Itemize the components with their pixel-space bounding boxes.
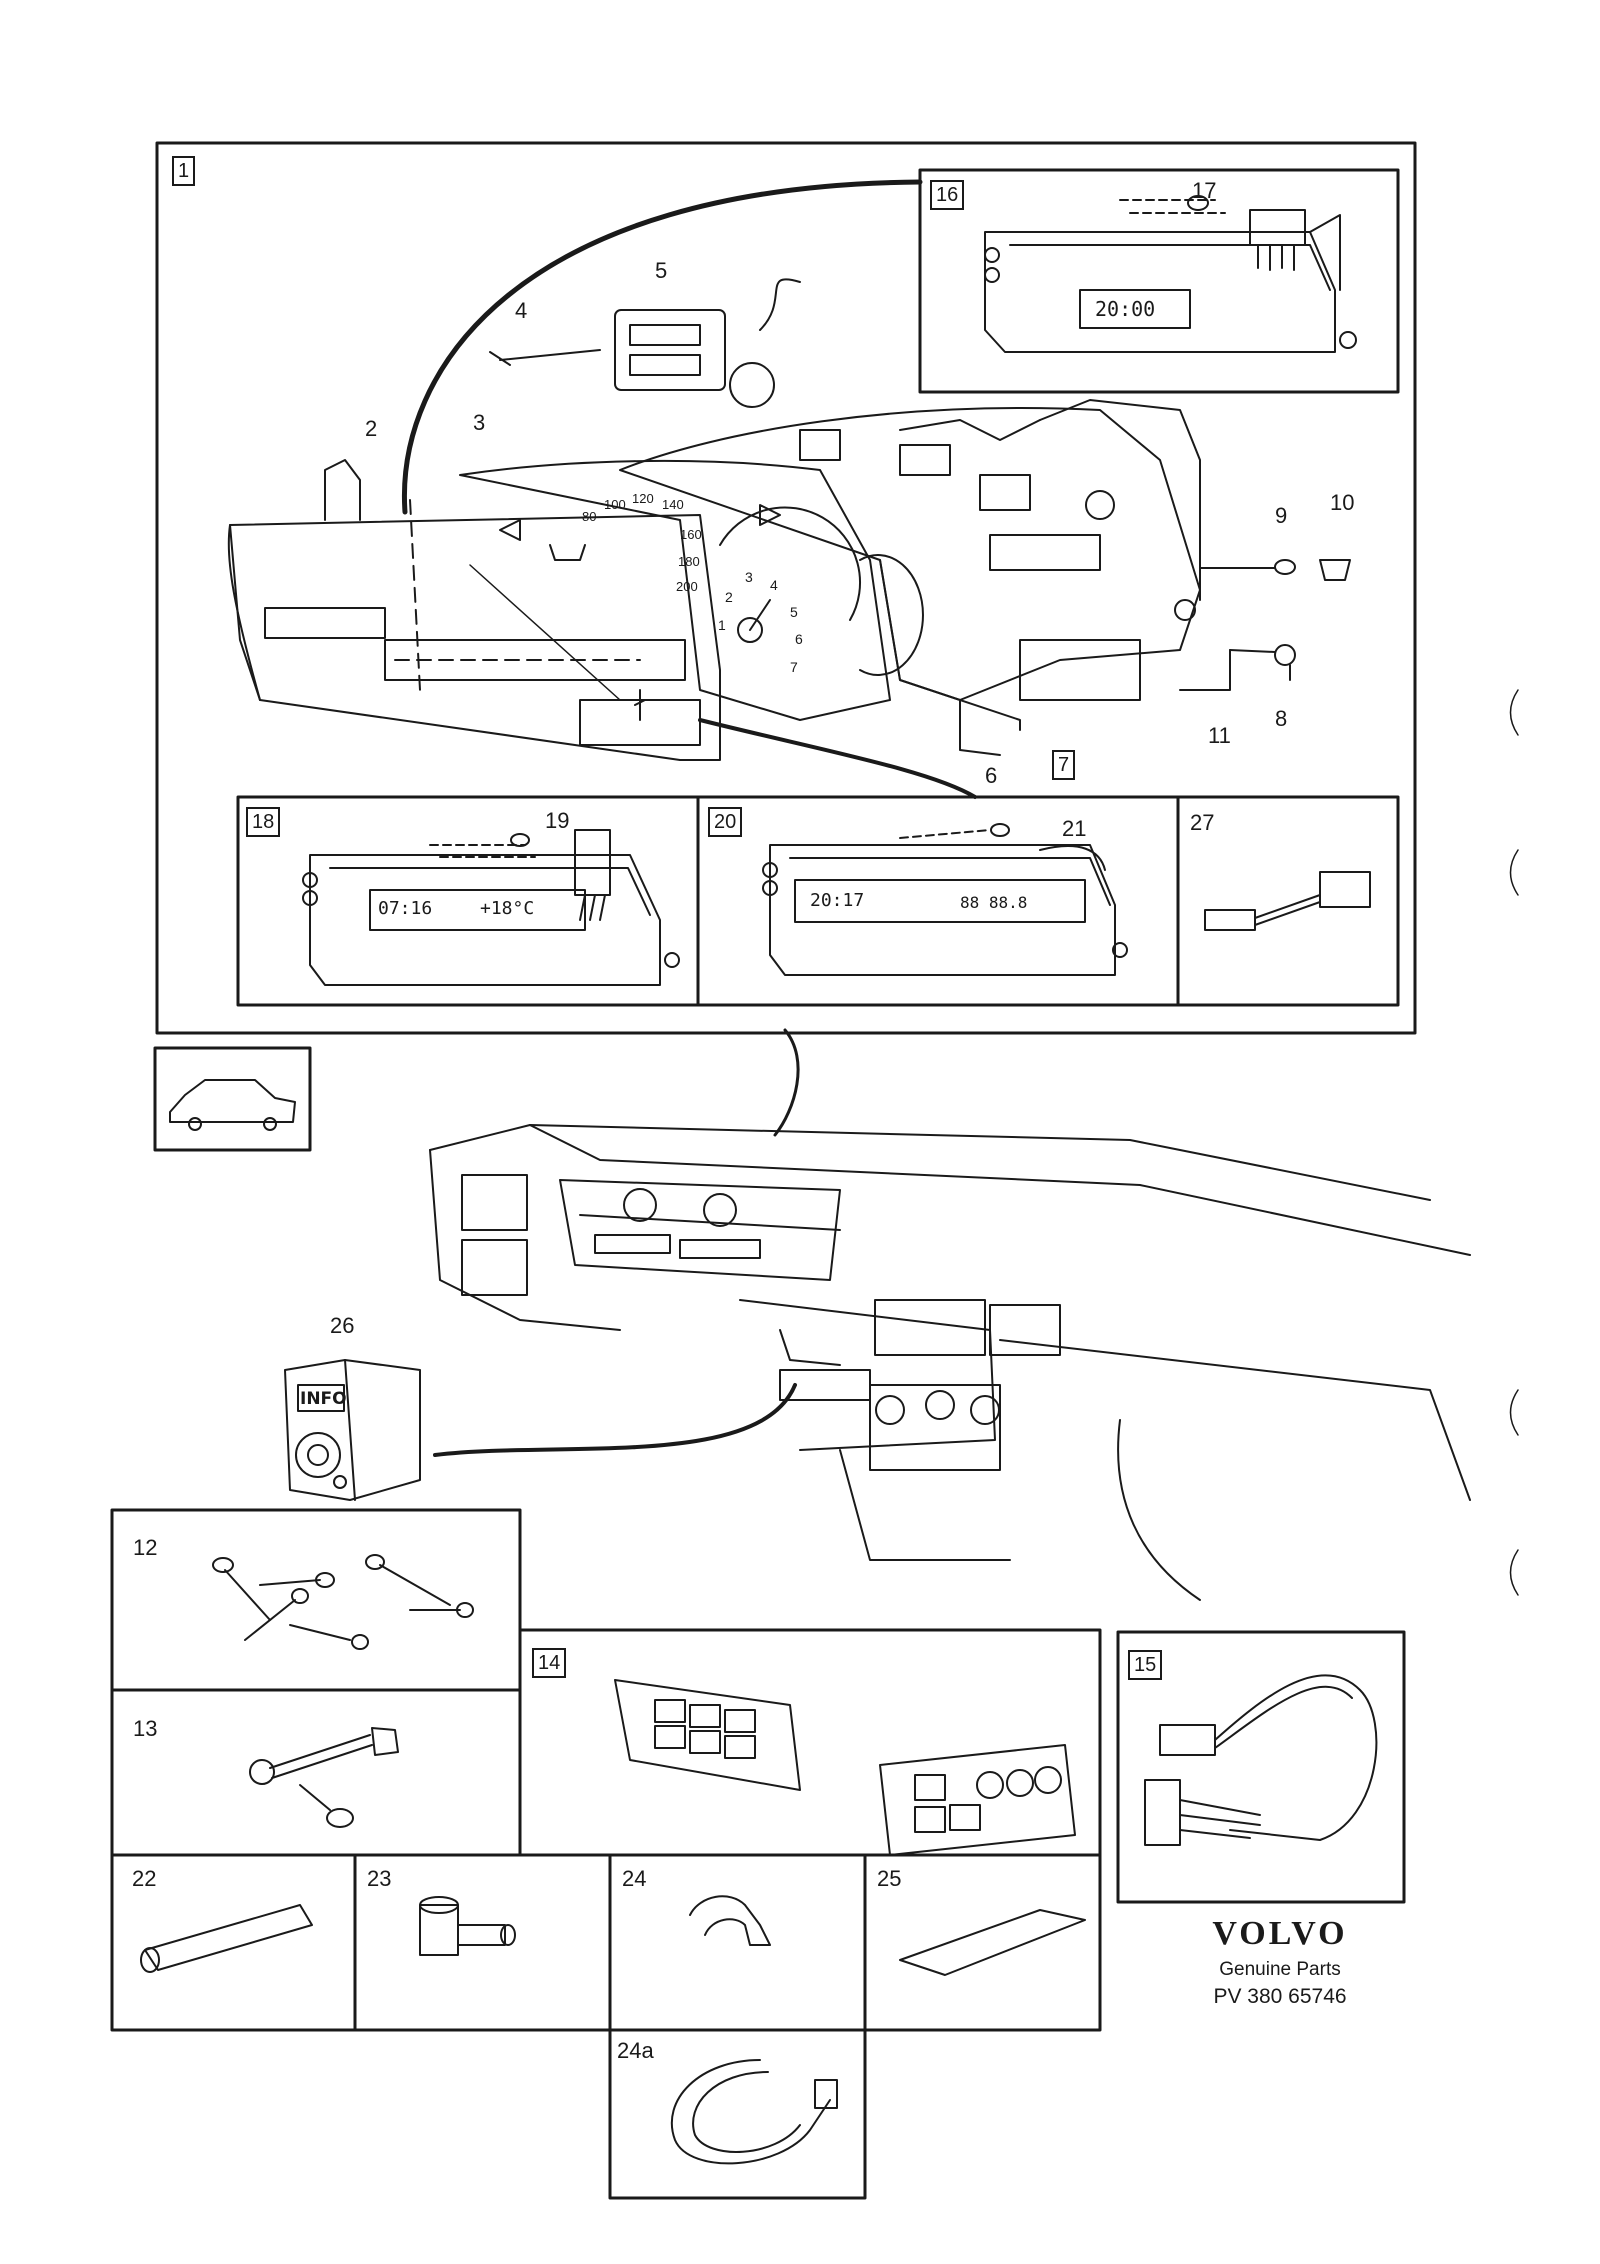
clock-display-18-temp: +18°C: [480, 898, 535, 919]
harness-lower: [698, 718, 977, 799]
callout-21: 21: [1062, 816, 1087, 841]
switch-panel-14a: [614, 1679, 801, 1791]
clock-module-20: [762, 823, 1128, 976]
cluster-housing: [227, 459, 721, 761]
frame-box-15: [1116, 1630, 1406, 1904]
callout-12: 12: [133, 1535, 158, 1560]
info-switch-26: [284, 1359, 421, 1501]
brand-block: VOLVO Genuine Parts PV 380 65746: [1160, 1915, 1400, 2009]
callout-26: 26: [330, 1313, 355, 1338]
speedo-tick: 200: [676, 579, 698, 594]
callout-22: 22: [132, 1866, 157, 1891]
switch-panel-14b: [879, 1744, 1076, 1856]
callout-25: 25: [877, 1866, 902, 1891]
frame-box-25: [863, 1853, 1102, 2032]
callout-11: 11: [1208, 723, 1231, 748]
connector-27: [1204, 871, 1371, 931]
gauge-face: [459, 459, 924, 721]
callout-24: 24: [622, 1866, 647, 1891]
callout-19: 19: [545, 808, 570, 833]
callout-10: 10: [1330, 490, 1355, 515]
clip-24: [689, 1895, 771, 1946]
hose-22: [140, 1904, 313, 1973]
frame-box-27: [1176, 795, 1400, 1007]
pad-25: [899, 1909, 1086, 1976]
frame-box-14: [518, 1628, 1102, 1857]
frame-box-18: [236, 795, 700, 1007]
callout-18: 18: [246, 807, 281, 837]
tool-13: [249, 1727, 399, 1828]
tacho-tick: 6: [795, 631, 803, 647]
callout-13: 13: [133, 1716, 158, 1741]
bulb-set: [1179, 559, 1351, 691]
clock-display-16: 20:00: [1095, 297, 1156, 321]
strap-24a: [670, 2059, 838, 2165]
car-icon: [169, 1079, 296, 1123]
frame-box-13: [110, 1688, 522, 1857]
callout-17: 17: [1192, 178, 1217, 203]
callout-23: 23: [367, 1866, 392, 1891]
tacho-tick: 3: [745, 569, 753, 585]
tacho-tick: 5: [790, 604, 798, 620]
speedo-tick: 100: [604, 497, 626, 512]
tacho-tick: 4: [770, 577, 778, 593]
clock-module-18: [302, 829, 680, 986]
screws-12: [212, 1554, 474, 1650]
callout-1: 1: [172, 156, 196, 186]
clock-display-20-time: 20:17: [810, 890, 865, 911]
callout-7: 7: [1052, 750, 1076, 780]
tacho-tick: 7: [790, 659, 798, 675]
callout-16: 16: [930, 180, 965, 210]
callout-2: 2: [365, 416, 378, 441]
clock-module-16: [984, 195, 1357, 353]
callout-9: 9: [1275, 503, 1288, 528]
info-curve: [433, 1383, 797, 1457]
speedo-tick: 160: [680, 527, 702, 542]
callout-3: 3: [473, 410, 486, 435]
callout-14: 14: [532, 1648, 567, 1678]
dashboard-drawing: [429, 1124, 1471, 1601]
callout-5: 5: [655, 258, 668, 283]
frame-box-24: [608, 1853, 867, 2032]
brand-subtitle: Genuine Parts: [1219, 1959, 1341, 1980]
circuit-board: [619, 399, 1201, 756]
frame-box-24a: [608, 2028, 867, 2200]
brand-logo: VOLVO: [1212, 1915, 1348, 1952]
frame-box-23: [353, 1853, 612, 2032]
info-label: INFO: [300, 1389, 347, 1409]
frame-box-1: [155, 141, 1417, 1035]
fitting-23: [419, 1896, 516, 1956]
margin-marks: [1509, 689, 1519, 1596]
harness-curve: [401, 179, 923, 515]
callout-4: 4: [515, 298, 528, 323]
tacho-tick: 2: [725, 589, 733, 605]
callout-24a: 24a: [617, 2038, 654, 2063]
frame-box-12: [110, 1508, 522, 1692]
drawing-number: PV 380 65746: [1213, 1985, 1347, 2008]
trip-computer-unit: [489, 278, 801, 408]
speedo-tick: 80: [582, 509, 597, 524]
callout-15: 15: [1128, 1650, 1163, 1680]
callout-6: 6: [985, 763, 998, 788]
speedo-tick: 120: [632, 491, 654, 506]
frame-box-16: [918, 168, 1400, 394]
callout-27: 27: [1190, 810, 1215, 835]
clock-display-20-extra: 88 88.8: [960, 893, 1028, 912]
callout-8: 8: [1275, 706, 1288, 731]
dash-link-curve: [773, 1028, 800, 1137]
clock-display-18-time: 07:16: [378, 898, 433, 919]
tacho-tick: 1: [718, 617, 726, 633]
callout-20: 20: [708, 807, 743, 837]
speedo-tick: 140: [662, 497, 684, 512]
car-icon-box: [153, 1046, 312, 1152]
speedo-tick: 180: [678, 554, 700, 569]
wiring-harness-15: [1144, 1674, 1378, 1846]
